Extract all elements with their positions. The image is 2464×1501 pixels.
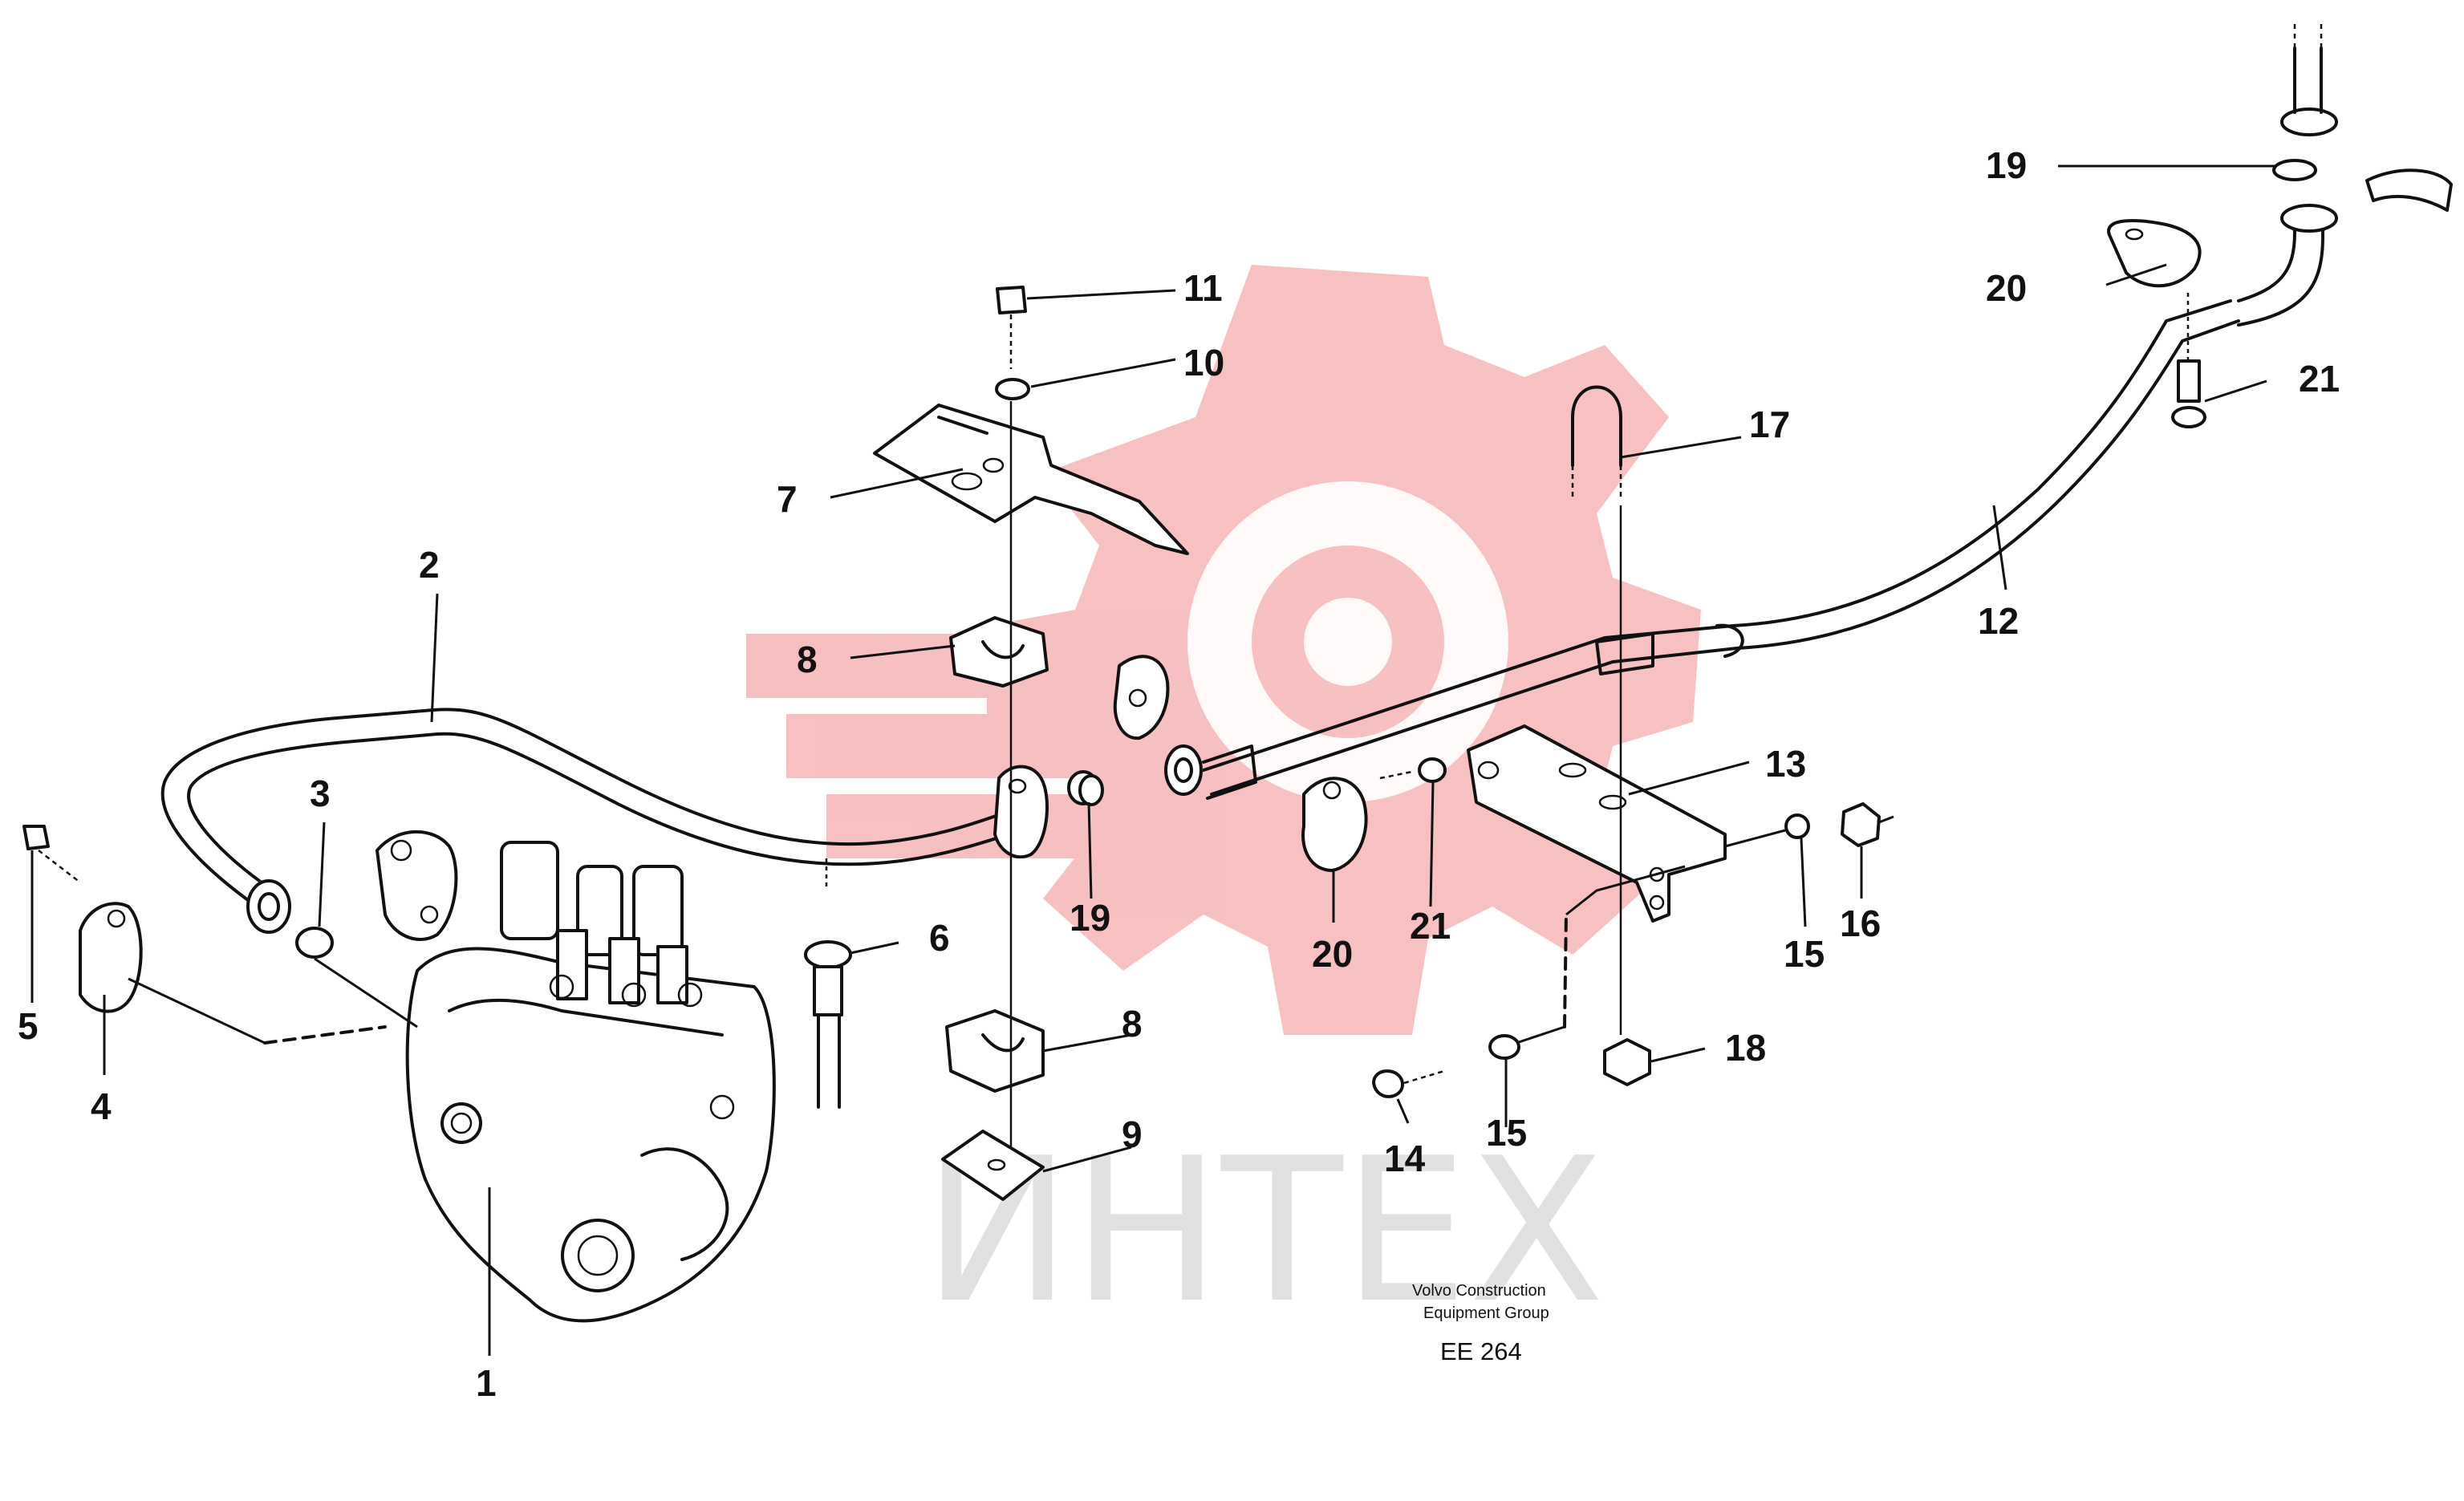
flange-half-20-center: [1301, 777, 1368, 872]
fitting-6: [804, 858, 852, 1109]
callout-13: 13: [1765, 743, 1806, 785]
bolt-21-top: [2171, 293, 2206, 428]
figure-code: EE 264: [1440, 1337, 1522, 1365]
callout-3: 3: [310, 773, 331, 814]
clamp-block-8-lower: [945, 1009, 1045, 1093]
bolt-5: [22, 825, 81, 883]
u-bolt-17: [1571, 385, 1622, 1035]
callout-6: 6: [929, 917, 950, 959]
flange-half-4: [79, 902, 143, 1013]
dashed-link-bracket: [1563, 913, 1568, 1028]
caption-line-2: Equipment Group: [1423, 1304, 1549, 1322]
washer-15-lower: [1488, 1034, 1520, 1060]
dashed-link-pump: [263, 1025, 387, 1045]
callout-14: 14: [1384, 1138, 1426, 1179]
callout-15-lower: 15: [1486, 1112, 1527, 1154]
leader-lines: [30, 164, 2275, 1356]
pipe-right: [1164, 24, 2338, 800]
nut-18: [1603, 1038, 1651, 1086]
o-ring-19-center: [1078, 774, 1104, 806]
washer-15-right: [1784, 813, 1810, 839]
callout-11: 11: [1183, 267, 1223, 309]
caption-line-1: Volvo Construction: [1412, 1282, 1546, 1300]
callout-7: 7: [777, 478, 798, 520]
callout-17: 17: [1749, 404, 1790, 445]
callout-1: 1: [476, 1362, 497, 1404]
callout-9: 9: [1122, 1114, 1143, 1155]
washer-10: [995, 378, 1030, 400]
callout-numbers: 1 2 3 4 5 6 7 8 8 9 10 11 12 13 14 15 15…: [18, 144, 2340, 1404]
callout-18: 18: [1725, 1027, 1766, 1069]
o-ring-19-top: [2272, 159, 2317, 181]
callout-20-top: 20: [1986, 267, 2027, 309]
callout-5: 5: [18, 1005, 39, 1047]
bracket-7: [873, 404, 1189, 555]
flange-loose-center: [1113, 655, 1170, 740]
callout-8-lower: 8: [1122, 1003, 1143, 1045]
callout-19-center: 19: [1070, 897, 1110, 939]
watermark-gear-core: [1304, 598, 1392, 686]
callout-15-right: 15: [1784, 933, 1825, 975]
callout-8-upper: 8: [797, 639, 818, 680]
pipe-left: [160, 708, 1017, 934]
flange-loose-left: [375, 830, 458, 941]
watermark-text: ИНТЕХ: [923, 1116, 1605, 1347]
callout-19-top: 19: [1986, 144, 2027, 186]
callout-16: 16: [1840, 903, 1881, 944]
callout-12: 12: [1978, 600, 2019, 642]
bolt-21-center: [1379, 757, 1447, 783]
callout-20-center: 20: [1312, 933, 1353, 975]
callout-4: 4: [91, 1085, 112, 1127]
bolt-14: [1372, 1069, 1445, 1098]
flange-clamp-20-top: [2107, 168, 2453, 288]
callout-21-center: 21: [1410, 905, 1451, 947]
clamp-block-8-upper: [949, 616, 1049, 688]
nut-16: [1841, 802, 1881, 847]
plate-9: [941, 1130, 1045, 1201]
hydraulic-pump: [405, 841, 776, 1323]
callout-10: 10: [1183, 342, 1224, 383]
callout-21-top: 21: [2299, 358, 2340, 400]
bolt-11: [996, 286, 1027, 369]
callout-2: 2: [419, 544, 440, 586]
o-ring-3: [295, 927, 334, 959]
